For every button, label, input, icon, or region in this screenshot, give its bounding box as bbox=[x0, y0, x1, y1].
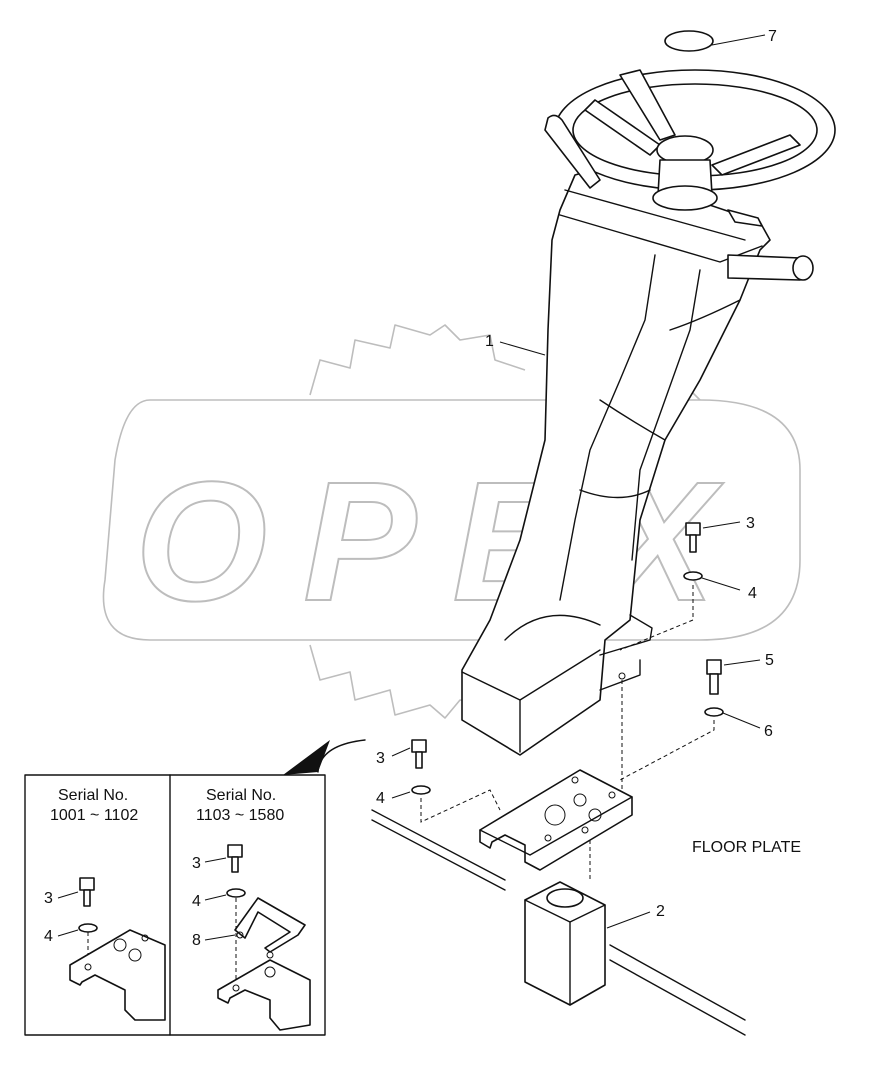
callout-7: 7 bbox=[768, 28, 777, 45]
assembly-lines bbox=[420, 585, 715, 880]
inset-right-leader-4 bbox=[204, 894, 227, 901]
inset-right-title-1: Serial No. bbox=[206, 787, 276, 804]
inset-left-bolt bbox=[79, 877, 95, 907]
steering-column bbox=[461, 167, 771, 756]
inset-right-plate bbox=[217, 959, 311, 1031]
callout-3-upper: 3 bbox=[746, 515, 755, 532]
leader-lines bbox=[391, 34, 766, 929]
horn-cap bbox=[664, 30, 714, 52]
inset-left-leader-4 bbox=[57, 929, 79, 937]
inset-right-washer bbox=[226, 888, 246, 898]
inset-left-callout-3: 3 bbox=[44, 890, 53, 907]
inset-right-leader-8 bbox=[204, 934, 236, 941]
callout-2: 2 bbox=[656, 903, 665, 920]
steering-wheel bbox=[554, 69, 836, 211]
washer-6 bbox=[704, 707, 724, 717]
inset-right-callout-3: 3 bbox=[192, 855, 201, 872]
bolt-3-upper bbox=[685, 522, 701, 553]
inset-pointer-arrowhead bbox=[283, 740, 330, 775]
column-levers bbox=[544, 114, 814, 281]
serial-inset: Serial No. 1001 ~ 1102 Serial No. 1103 ~… bbox=[24, 774, 326, 1036]
inset-left-washer bbox=[78, 923, 98, 933]
steering-unit bbox=[524, 881, 606, 1006]
inset-left-title-2: 1001 ~ 1102 bbox=[50, 807, 138, 824]
inset-left-leader-3 bbox=[57, 891, 79, 899]
floor-plate bbox=[371, 809, 746, 1036]
mounting-bracket bbox=[479, 769, 633, 871]
callout-4-upper: 4 bbox=[748, 585, 757, 602]
callout-3-lower: 3 bbox=[376, 750, 385, 767]
bolt-3-lower bbox=[411, 739, 427, 769]
bolt-5 bbox=[706, 659, 722, 695]
callout-1: 1 bbox=[485, 333, 494, 350]
callout-4-lower: 4 bbox=[376, 790, 385, 807]
floor-plate-label: FLOOR PLATE bbox=[692, 839, 801, 856]
inset-right-callout-4: 4 bbox=[192, 893, 201, 910]
inset-right-bolt bbox=[227, 844, 243, 873]
inset-right-callout-8: 8 bbox=[192, 932, 201, 949]
callout-6: 6 bbox=[764, 723, 773, 740]
inset-right-bracket-8 bbox=[234, 897, 306, 959]
inset-left-callout-4: 4 bbox=[44, 928, 53, 945]
inset-right-title-2: 1103 ~ 1580 bbox=[196, 807, 284, 824]
callout-5: 5 bbox=[765, 652, 774, 669]
washer-4-lower bbox=[411, 785, 431, 795]
inset-left-bracket bbox=[69, 929, 166, 1021]
inset-right-leader-3 bbox=[204, 857, 227, 863]
washer-4-upper bbox=[683, 571, 703, 581]
inset-left-title-1: Serial No. bbox=[58, 787, 128, 804]
